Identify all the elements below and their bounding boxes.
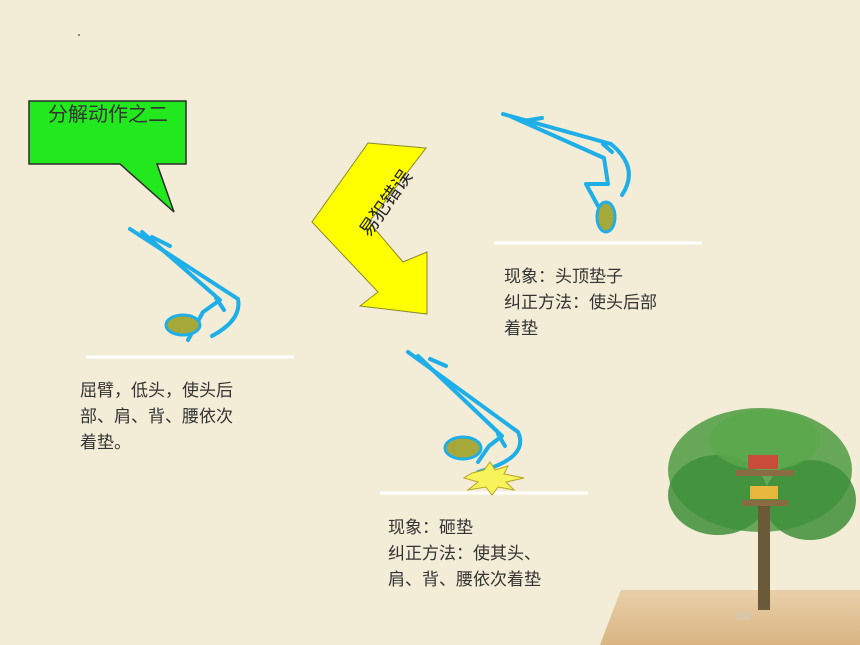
- caption-correct: 屈臂，低头，使头后 部、肩、背、腰依次 着垫。: [80, 381, 233, 453]
- figure-correct: [128, 227, 241, 342]
- callout-bubble: [28, 100, 187, 213]
- callout-label: 分解动作之二: [48, 102, 168, 126]
- figure-error2: [406, 350, 523, 474]
- caption-error2: 现象：砸垫 纠正方法：使其头、 肩、背、腰依次着垫: [388, 518, 541, 590]
- figure-error1: [501, 112, 631, 234]
- tree-decoration: [668, 408, 856, 620]
- impact-star: [462, 461, 525, 496]
- wooden-floor: [600, 590, 860, 645]
- error-arrow: [311, 142, 428, 315]
- caption-error1: 现象：头顶垫子 纠正方法：使头后部 着垫: [504, 267, 657, 339]
- dot-mark: [78, 34, 80, 36]
